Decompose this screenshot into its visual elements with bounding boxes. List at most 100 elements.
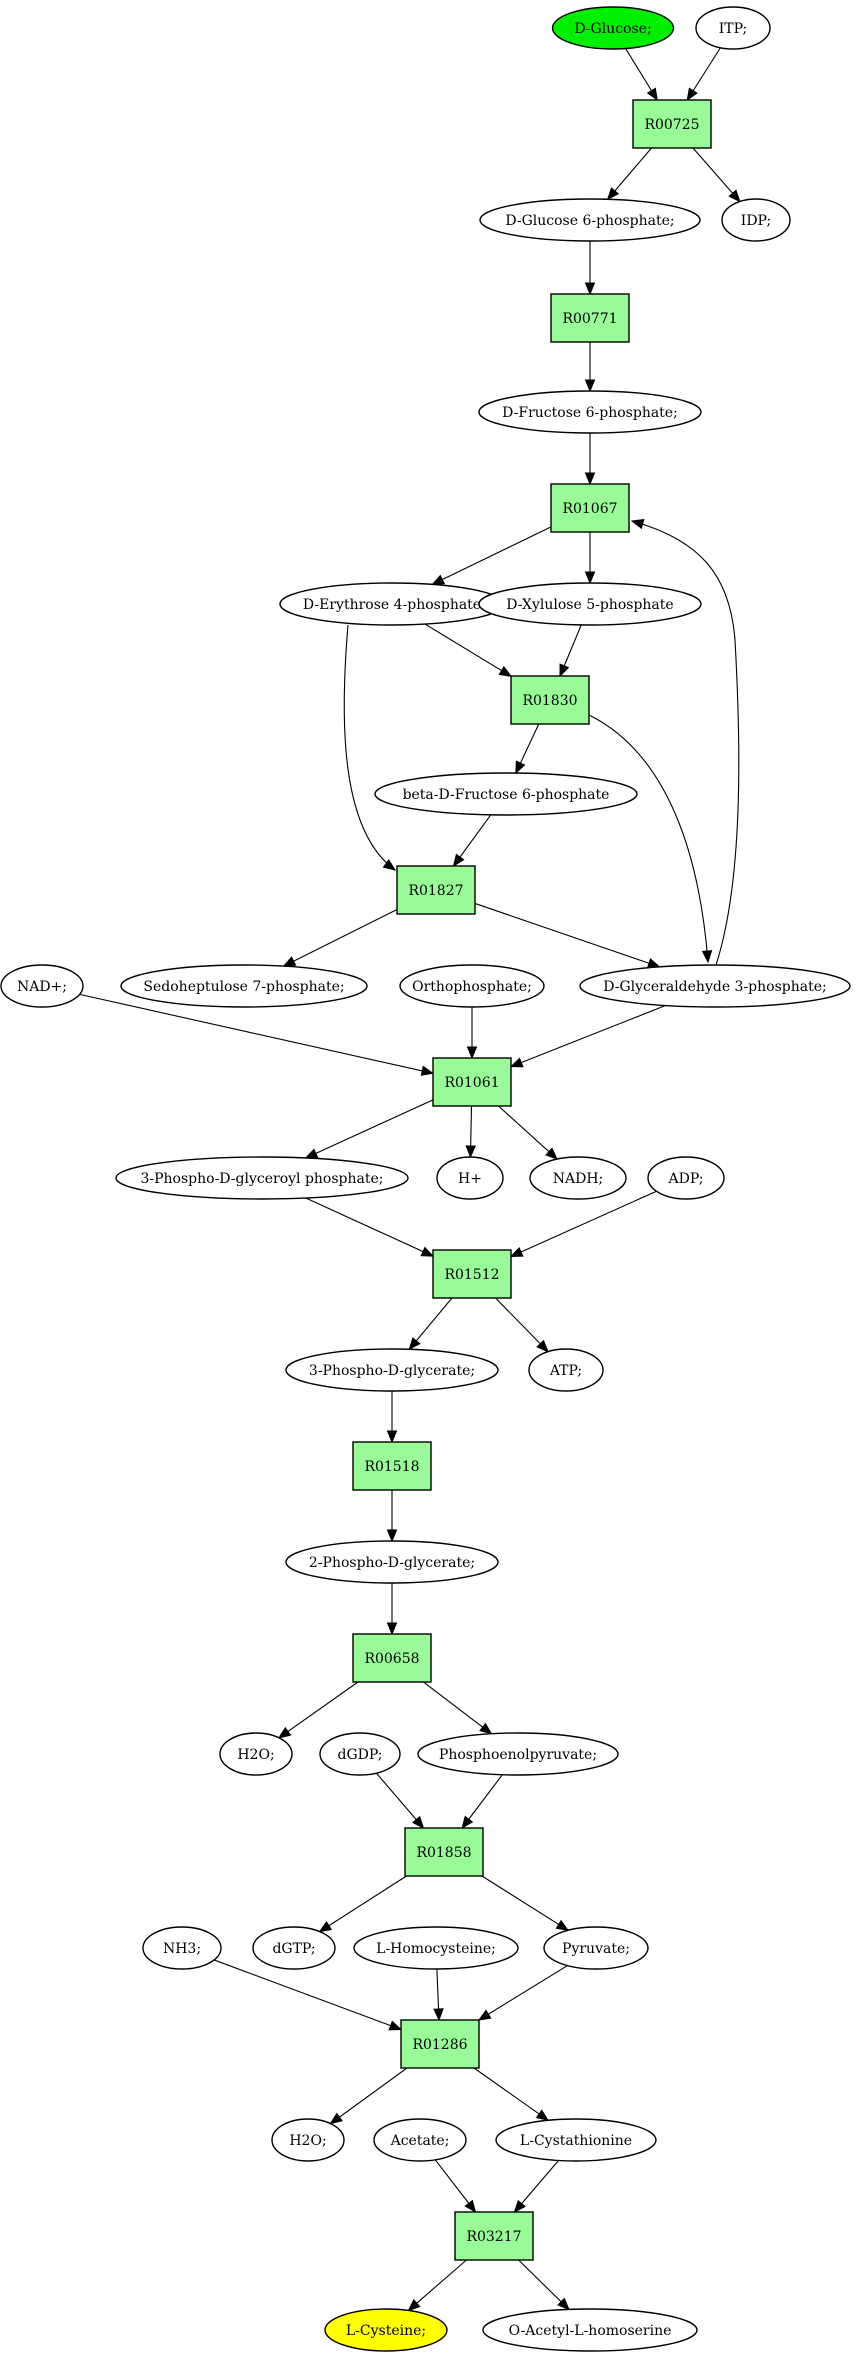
node-label: R01858 [416,1845,471,1861]
compound-ellipse [115,1156,409,1200]
compound-ellipse [721,198,791,242]
node-label: dGTP; [272,1941,315,1957]
edge-line [330,2067,408,2125]
compound-node-nad: NAD+; [0,964,84,1008]
node-label: NADH; [553,1171,604,1187]
compound-ellipse [529,1156,627,1200]
compound-node-bf6p: beta-D-Fructose 6-phosphate [374,772,638,816]
reaction-node-r01830: R01830 [510,675,590,725]
node-label: R01518 [364,1459,419,1475]
reaction-node-r01061: R01061 [432,1057,512,1107]
edge-line [213,1959,402,2031]
edge-cysta-to-r03217 [513,2160,559,2214]
arrowhead [464,2199,477,2214]
node-label: L-Cysteine; [346,2323,426,2339]
node-label: R00771 [562,311,617,327]
edge-line [498,1105,558,1160]
arrowhead [559,663,570,678]
edge-bf6p-to-r01827 [452,814,492,868]
edge-r01067-to-x5p [584,532,596,585]
arrowhead [420,1065,435,1076]
arrowhead [277,1726,292,1739]
compound-node-h2o_b: H2O; [271,2118,345,2162]
arrowhead [584,571,596,585]
node-label: R01830 [522,693,577,709]
arrowhead [535,2109,550,2122]
compound-ellipse [324,2308,448,2352]
edge-line [495,1297,549,1353]
edge-r01830-to-gap [588,714,713,964]
compound-ellipse [120,964,368,1008]
edge-hcy-to-r01286 [433,1968,444,2022]
arrowhead [433,2008,444,2022]
arrowhead [498,665,513,677]
compound-ellipse [142,1926,222,1970]
compound-node-g6p: D-Glucose 6-phosphate; [479,198,701,242]
arrowhead [584,282,596,296]
edge-r00658-to-pep [423,1681,493,1735]
edge-pg3-to-r01518 [386,1391,398,1444]
node-label: L-Homocysteine; [376,1941,496,1957]
arrowhead [407,2298,421,2312]
compound-ellipse [436,1156,504,1200]
node-label: D-Xylulose 5-phosphate [506,597,673,613]
node-label: beta-D-Fructose 6-phosphate [403,787,610,803]
edge-r01061-to-hplus [465,1105,476,1159]
edge-line [424,623,512,677]
node-label: NAD+; [17,979,67,995]
arrowhead [465,1145,476,1159]
compound-ellipse [551,6,675,50]
edge-line [692,147,741,202]
edge-r00658-to-h2o_a [277,1681,359,1739]
arrowhead [728,189,741,203]
compound-node-bpg: 3-Phospho-D-glyceroyl phosphate; [115,1156,409,1200]
compound-node-glucose: D-Glucose; [551,6,675,50]
edge-nad-to-r01061 [79,993,435,1076]
reaction-node-r00658: R00658 [352,1633,432,1683]
node-label: R01061 [444,1075,499,1091]
compound-ellipse [647,1156,725,1200]
arrowhead [477,2009,492,2021]
arrowhead [304,1148,319,1159]
compound-ellipse [495,2118,657,2162]
arrowhead [318,1920,333,1933]
compound-node-pep: Phosphoenolpyruvate; [417,1732,619,1776]
edge-line [631,520,740,966]
edge-nh3-to-r01286 [213,1959,403,2031]
compound-node-nadh: NADH; [529,1156,627,1200]
edge-r03217-to-cys [407,2259,467,2312]
node-label: Orthophosphate; [412,979,532,995]
edge-r01067-to-e4p [431,526,552,585]
edges-layer [79,47,741,2312]
edge-gap-to-r01067 [630,519,740,966]
edge-r01512-to-pg3 [408,1297,453,1351]
compound-node-dgdp: dGDP; [319,1732,401,1776]
compound-node-atp: ATP; [528,1348,604,1392]
compound-node-oah: O-Acetyl-L-homoserine [482,2308,698,2352]
edge-r00771-to-f6p [584,342,596,393]
node-label: H2O; [237,1747,274,1763]
node-label: 3-Phospho-D-glycerate; [309,1363,475,1379]
node-label: Pyruvate; [562,1941,630,1957]
compound-node-cys: L-Cysteine; [324,2308,448,2352]
edge-line [481,1875,569,1931]
compound-ellipse [482,2308,698,2352]
edge-r01830-to-bf6p [515,723,540,775]
compound-node-idp: IDP; [721,198,791,242]
node-label: ATP; [549,1363,582,1379]
reaction-node-r00771: R00771 [550,293,630,343]
arrowhead [411,1815,425,1830]
arrowhead [329,2112,343,2125]
compound-ellipse [219,1732,293,1776]
compound-ellipse [417,1732,619,1776]
node-label: NH3; [163,1941,201,1957]
arrowhead [466,1046,478,1060]
edge-pg2-to-r00658 [386,1583,398,1636]
arrowhead [630,519,645,530]
edge-r01286-to-h2o_b [329,2067,408,2125]
edge-line [478,1965,568,2021]
edge-glucose-to-r00725 [625,48,658,102]
edge-r01518-to-pg2 [386,1490,398,1543]
compound-node-s7p: Sedoheptulose 7-phosphate; [120,964,368,1008]
